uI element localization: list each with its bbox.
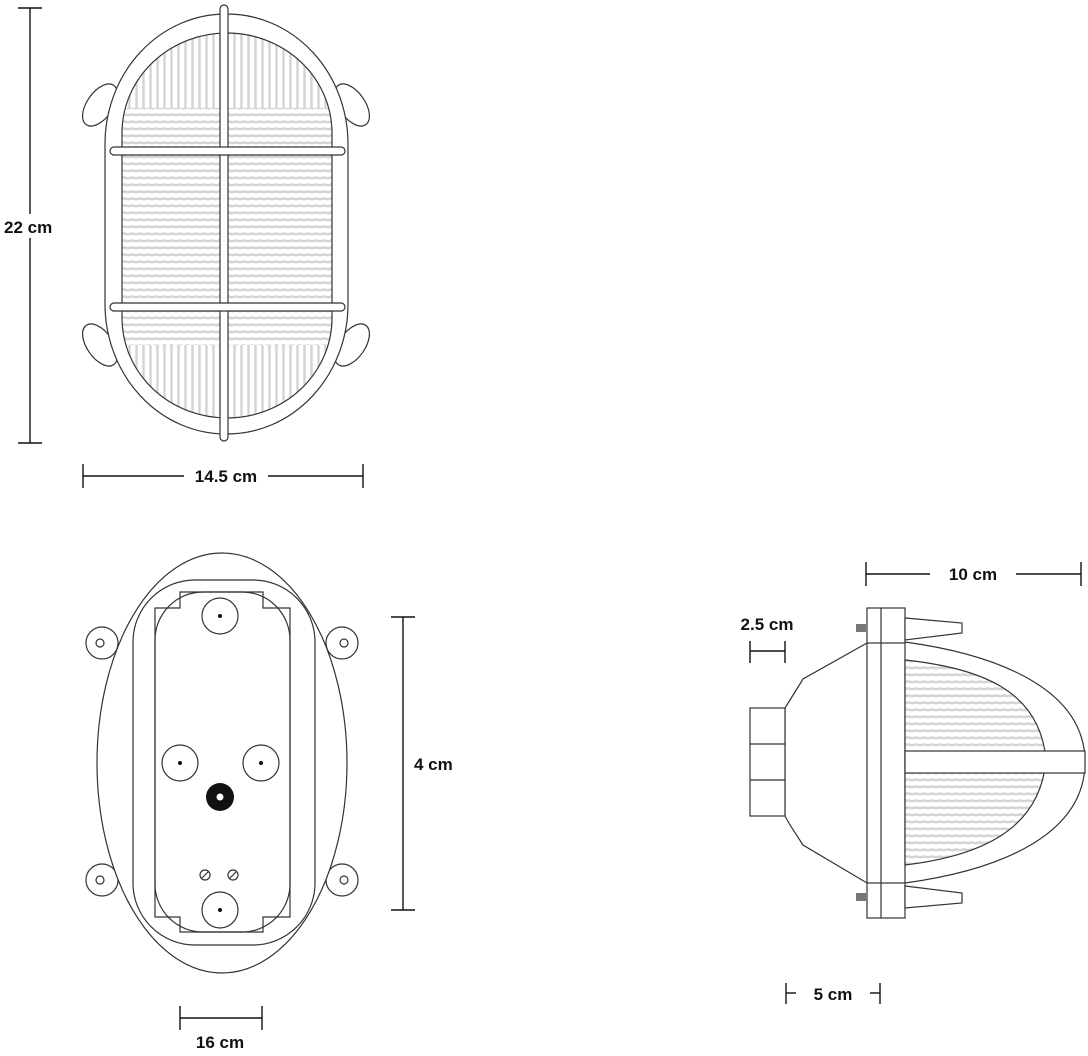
flange — [866, 882, 906, 919]
side-body — [784, 641, 868, 885]
dimension-back-height: 4 cm — [391, 616, 453, 911]
flange — [866, 607, 906, 644]
side-depth-label: 10 cm — [949, 565, 997, 584]
side-box-label: 2.5 cm — [741, 615, 794, 634]
front-height-label: 22 cm — [4, 218, 52, 237]
horizontal-guard-bar — [109, 146, 346, 156]
front-width-label: 14.5 cm — [195, 467, 257, 486]
back-body-outline — [96, 552, 348, 974]
dimension-side-box: 2.5 cm — [741, 615, 794, 663]
screw-icon — [856, 624, 866, 901]
junction-box — [749, 707, 786, 817]
back-width-label: 16 cm — [196, 1033, 244, 1052]
dimension-back-width: 16 cm — [179, 1006, 263, 1052]
dimension-side-depth: 10 cm — [865, 562, 1082, 586]
back-height-label: 4 cm — [414, 755, 453, 774]
dimension-front-height: 22 cm — [2, 7, 62, 444]
mounting-ear-icon — [85, 626, 359, 897]
side-flange-label: 5 cm — [814, 985, 853, 1004]
vertical-guard-bar — [219, 4, 229, 442]
side-guard-bar — [904, 750, 1086, 774]
cable-gland-icon — [206, 783, 234, 811]
mounting-ear-icon — [81, 83, 371, 367]
horizontal-guard-bar — [109, 302, 346, 312]
screw-icon — [199, 869, 239, 881]
front-view — [81, 4, 371, 442]
back-view — [85, 552, 359, 974]
fin — [904, 885, 963, 909]
dimension-front-width: 14.5 cm — [82, 464, 364, 488]
mounting-hole-icon — [161, 597, 280, 929]
fin — [904, 617, 963, 641]
dimension-side-flange: 5 cm — [785, 983, 881, 1004]
side-view — [749, 607, 1086, 919]
